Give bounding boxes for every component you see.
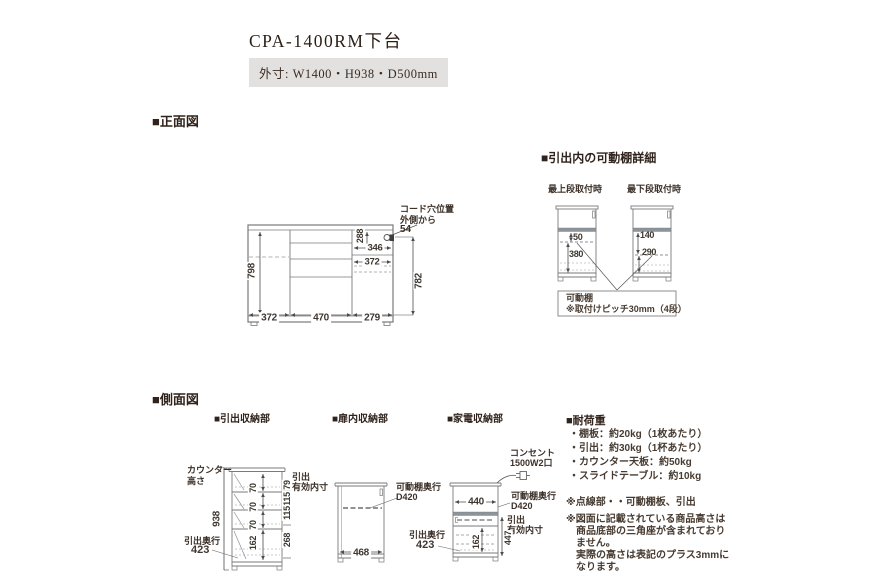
note-dotted-lines: ※点線部・・可動棚板、引出 — [566, 497, 696, 508]
side2-shelf-depth-line2: D420 — [396, 492, 418, 502]
appliance-section-label: ■家電収納部 — [447, 414, 504, 425]
outlet-label-line1: コンセント — [510, 448, 556, 458]
side3-effective-label-line1: 引出 — [507, 515, 526, 525]
top-mount-above-dim: 50 — [573, 232, 583, 242]
side1-total-height: 938 — [211, 510, 223, 528]
side1-drawer-inner-2: 70 — [247, 501, 259, 513]
front-dim-niche-width: 346 — [365, 242, 385, 255]
front-dim-width-right: 279 — [362, 312, 382, 324]
side3-depth-value: 423 — [416, 539, 435, 551]
callout-line2: ※取付けピッチ30mm（4段） — [566, 304, 687, 314]
outlet-label-line2: 1500W2口 — [510, 458, 553, 468]
bottom-mount-label: 最下段取付時 — [627, 184, 682, 194]
note-height-line3: ません。 — [576, 538, 616, 549]
side2-shelf-depth-line1: 可動棚奥行 — [396, 482, 442, 492]
top-mount-label: 最上段取付時 — [548, 184, 603, 194]
side1-drawer-inner-1: 70 — [247, 482, 259, 494]
movable-shelf-callout-box — [557, 290, 677, 317]
front-dim-width-left: 372 — [259, 312, 279, 324]
side3-top-inner-width: 440 — [466, 496, 486, 508]
page-title: CPA-1400RM下台 — [249, 31, 403, 51]
outer-dimensions-badge: 外寸: W1400・H938・D500mm — [249, 58, 448, 87]
cord-hole-note-line1: コード穴位置 — [400, 204, 455, 214]
shelf-leader-line — [369, 497, 398, 509]
cabinet-outline — [449, 482, 502, 562]
front-dim-slide-width: 372 — [362, 256, 382, 269]
load-capacity-item: ・棚板：約20kg（1枚あたり） — [569, 429, 708, 440]
side1-drawer-inner-4: 162 — [247, 534, 259, 552]
cabinet-outline — [247, 224, 394, 326]
note-height-line4: 実際の高さは表記のプラス3mmに — [576, 550, 730, 561]
side-view-heading: ■側面図 — [152, 392, 199, 407]
front-dim-inner-height-left: 798 — [246, 262, 258, 280]
load-capacity-item: ・引出：約30kg（1杯あたり） — [569, 443, 708, 454]
load-capacity-heading: ■耐荷重 — [566, 415, 606, 427]
movable-parts-dashed-lines — [249, 256, 391, 273]
cord-hole-note-value: 54 — [400, 224, 412, 235]
side1-effective-label-line2: 有効内寸 — [292, 482, 329, 492]
bottom-mount-below-dim: 290 — [642, 247, 657, 257]
side1-drawer-inner-3: 70 — [247, 519, 259, 531]
front-dim-inner-height-right: 782 — [413, 272, 425, 290]
callout-leader-lines — [576, 242, 653, 291]
load-capacity-item: ・スライドテーブル：約10kg — [569, 471, 702, 482]
bottom-mount-above-dim: 140 — [640, 230, 655, 240]
side1-front-height-1: 79 — [281, 479, 293, 491]
shelf-detail-heading: ■引出内の可動棚詳細 — [541, 151, 657, 165]
drawer-section-drawing — [211, 465, 291, 571]
note-height-line2: 商品底部の三角座が含まれており — [576, 526, 726, 537]
side3-shelf-depth-line2: D420 — [511, 501, 533, 511]
front-dimension-lines — [249, 232, 415, 317]
cord-hole-note-line2: 外側から — [400, 215, 437, 225]
power-plug-icon — [496, 471, 530, 484]
side1-depth-value: 423 — [191, 544, 210, 556]
counter-height-label-line2: 高さ — [187, 476, 206, 486]
side1-front-height-3: 115 — [281, 505, 293, 521]
load-capacity-item: ・カウンター天板：約50kg — [569, 457, 692, 468]
side1-effective-label-line1: 引出 — [292, 472, 311, 482]
front-dim-niche-height: 288 — [354, 227, 366, 245]
callout-line1: 可動棚 — [566, 293, 594, 303]
shelf-detail-drawing — [555, 205, 677, 317]
drawer-section-label: ■引出収納部 — [214, 414, 271, 425]
mini-cabinet-bottom-mount — [630, 205, 674, 282]
side3-depth-label: 引出奥行 — [409, 530, 446, 540]
side1-front-height-4: 268 — [281, 531, 293, 549]
side2-inner-depth: 468 — [351, 547, 371, 559]
cabinet-outline — [334, 482, 388, 563]
counter-height-label-line1: カウンター — [187, 465, 233, 475]
appliance-section-drawing — [437, 471, 530, 562]
note-height-line5: なります。 — [576, 562, 625, 573]
door-section-drawing — [334, 482, 398, 563]
side3-effective-height: 447 — [502, 529, 514, 547]
side3-drawer-inner-height: 162 — [470, 533, 482, 551]
note-height-line1: ※図面に記載されている商品高さは — [566, 514, 726, 525]
side3-effective-label-line2: 有効内寸 — [507, 525, 544, 535]
front-dim-width-center: 470 — [311, 312, 331, 324]
side3-shelf-depth-line1: 可動棚奥行 — [511, 491, 557, 501]
slide-table-and-drawer-dashes — [455, 517, 494, 551]
front-view-heading: ■正面図 — [152, 114, 199, 129]
door-section-label: ■扉内収納部 — [332, 414, 389, 425]
drawer-profiles — [233, 473, 280, 560]
cord-hole-icon — [383, 224, 418, 241]
top-mount-below-dim: 380 — [569, 249, 584, 259]
side1-depth-label: 引出奥行 — [184, 536, 221, 546]
